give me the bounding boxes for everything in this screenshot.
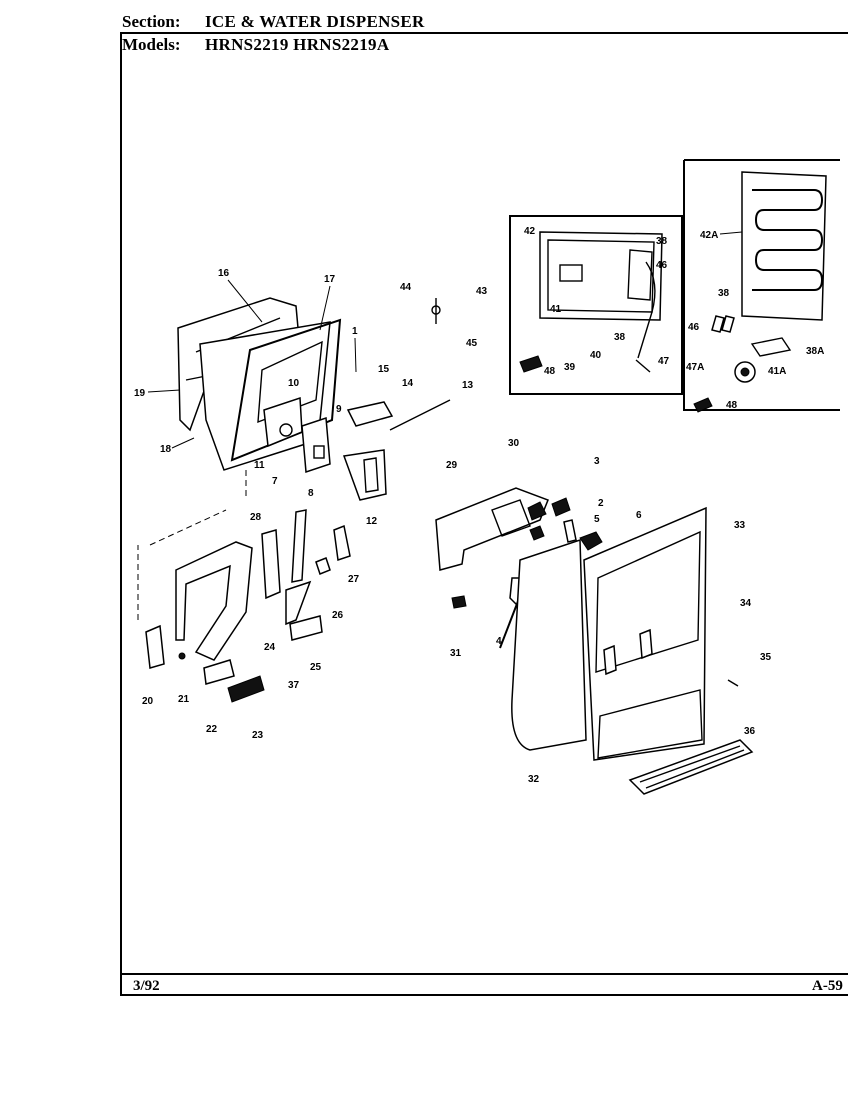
section-title: ICE & WATER DISPENSER — [205, 12, 425, 31]
callout-38A: 38A — [806, 346, 824, 357]
callout-25: 25 — [310, 662, 322, 673]
callout-7: 7 — [272, 476, 278, 487]
callout-39: 39 — [564, 362, 576, 373]
callout-36: 36 — [744, 726, 756, 737]
callout-20: 20 — [142, 696, 154, 707]
callout-10: 10 — [288, 378, 300, 389]
callout-labels: 16 17 1 15 14 13 19 10 9 18 11 7 8 12 44… — [134, 226, 824, 785]
callout-30: 30 — [508, 438, 520, 449]
models-list: HRNS2219 HRNS2219A — [205, 35, 390, 54]
models-label: Models: — [122, 35, 181, 54]
callout-41: 41 — [550, 304, 562, 315]
ice-lever-assembly — [145, 509, 351, 703]
callout-47A: 47A — [686, 362, 704, 373]
callout-31: 31 — [450, 648, 462, 659]
callout-13: 13 — [462, 380, 474, 391]
section-label: Section: — [122, 12, 181, 31]
callout-14: 14 — [402, 378, 414, 389]
callout-45: 45 — [466, 338, 478, 349]
callout-27: 27 — [348, 574, 360, 585]
callout-48: 48 — [726, 400, 738, 411]
callout-16: 16 — [218, 268, 230, 279]
callout-4: 4 — [496, 636, 502, 647]
callout-37: 37 — [288, 680, 300, 691]
callout-43: 43 — [476, 286, 488, 297]
callout-2: 2 — [598, 498, 604, 509]
diagram-frame — [120, 32, 848, 996]
callout-48: 48 — [544, 366, 556, 377]
footer-divider — [120, 973, 848, 975]
inset-heater-assembly — [509, 215, 683, 395]
actuator-bracket — [342, 298, 451, 501]
callout-23: 23 — [252, 730, 264, 741]
callout-28: 28 — [250, 512, 262, 523]
callout-47: 47 — [658, 356, 670, 367]
callout-9: 9 — [336, 404, 342, 415]
inset-alt-heater-assembly — [683, 159, 840, 413]
callout-11: 11 — [254, 460, 265, 471]
callout-17: 17 — [324, 274, 336, 285]
callout-33: 33 — [734, 520, 746, 531]
callout-8: 8 — [308, 488, 314, 499]
callout-24: 24 — [264, 642, 276, 653]
callout-42: 42 — [524, 226, 536, 237]
ice-chute-assembly — [177, 297, 342, 474]
callout-41A: 41A — [768, 366, 786, 377]
callout-42A: 42A — [700, 230, 718, 241]
callout-34: 34 — [740, 598, 752, 609]
callout-40: 40 — [590, 350, 602, 361]
callout-1: 1 — [352, 326, 358, 337]
callout-15: 15 — [378, 364, 390, 375]
callout-38: 38 — [718, 288, 730, 299]
callout-12: 12 — [366, 516, 378, 527]
callout-18: 18 — [160, 444, 172, 455]
callout-29: 29 — [446, 460, 458, 471]
callout-38: 38 — [614, 332, 626, 343]
callout-19: 19 — [134, 388, 146, 399]
callout-46: 46 — [688, 322, 700, 333]
callout-44: 44 — [400, 282, 412, 293]
callout-35: 35 — [760, 652, 772, 663]
callout-46: 46 — [656, 260, 668, 271]
callout-26: 26 — [332, 610, 344, 621]
callout-32: 32 — [528, 774, 540, 785]
callout-22: 22 — [206, 724, 218, 735]
callout-6: 6 — [636, 510, 642, 521]
dispenser-housing — [435, 487, 754, 795]
callout-38: 38 — [656, 236, 668, 247]
callout-3: 3 — [594, 456, 600, 467]
callout-5: 5 — [594, 514, 600, 525]
revision-date: 3/92 — [133, 978, 160, 994]
callout-21: 21 — [178, 694, 190, 705]
page-number: A-59 — [812, 978, 843, 994]
